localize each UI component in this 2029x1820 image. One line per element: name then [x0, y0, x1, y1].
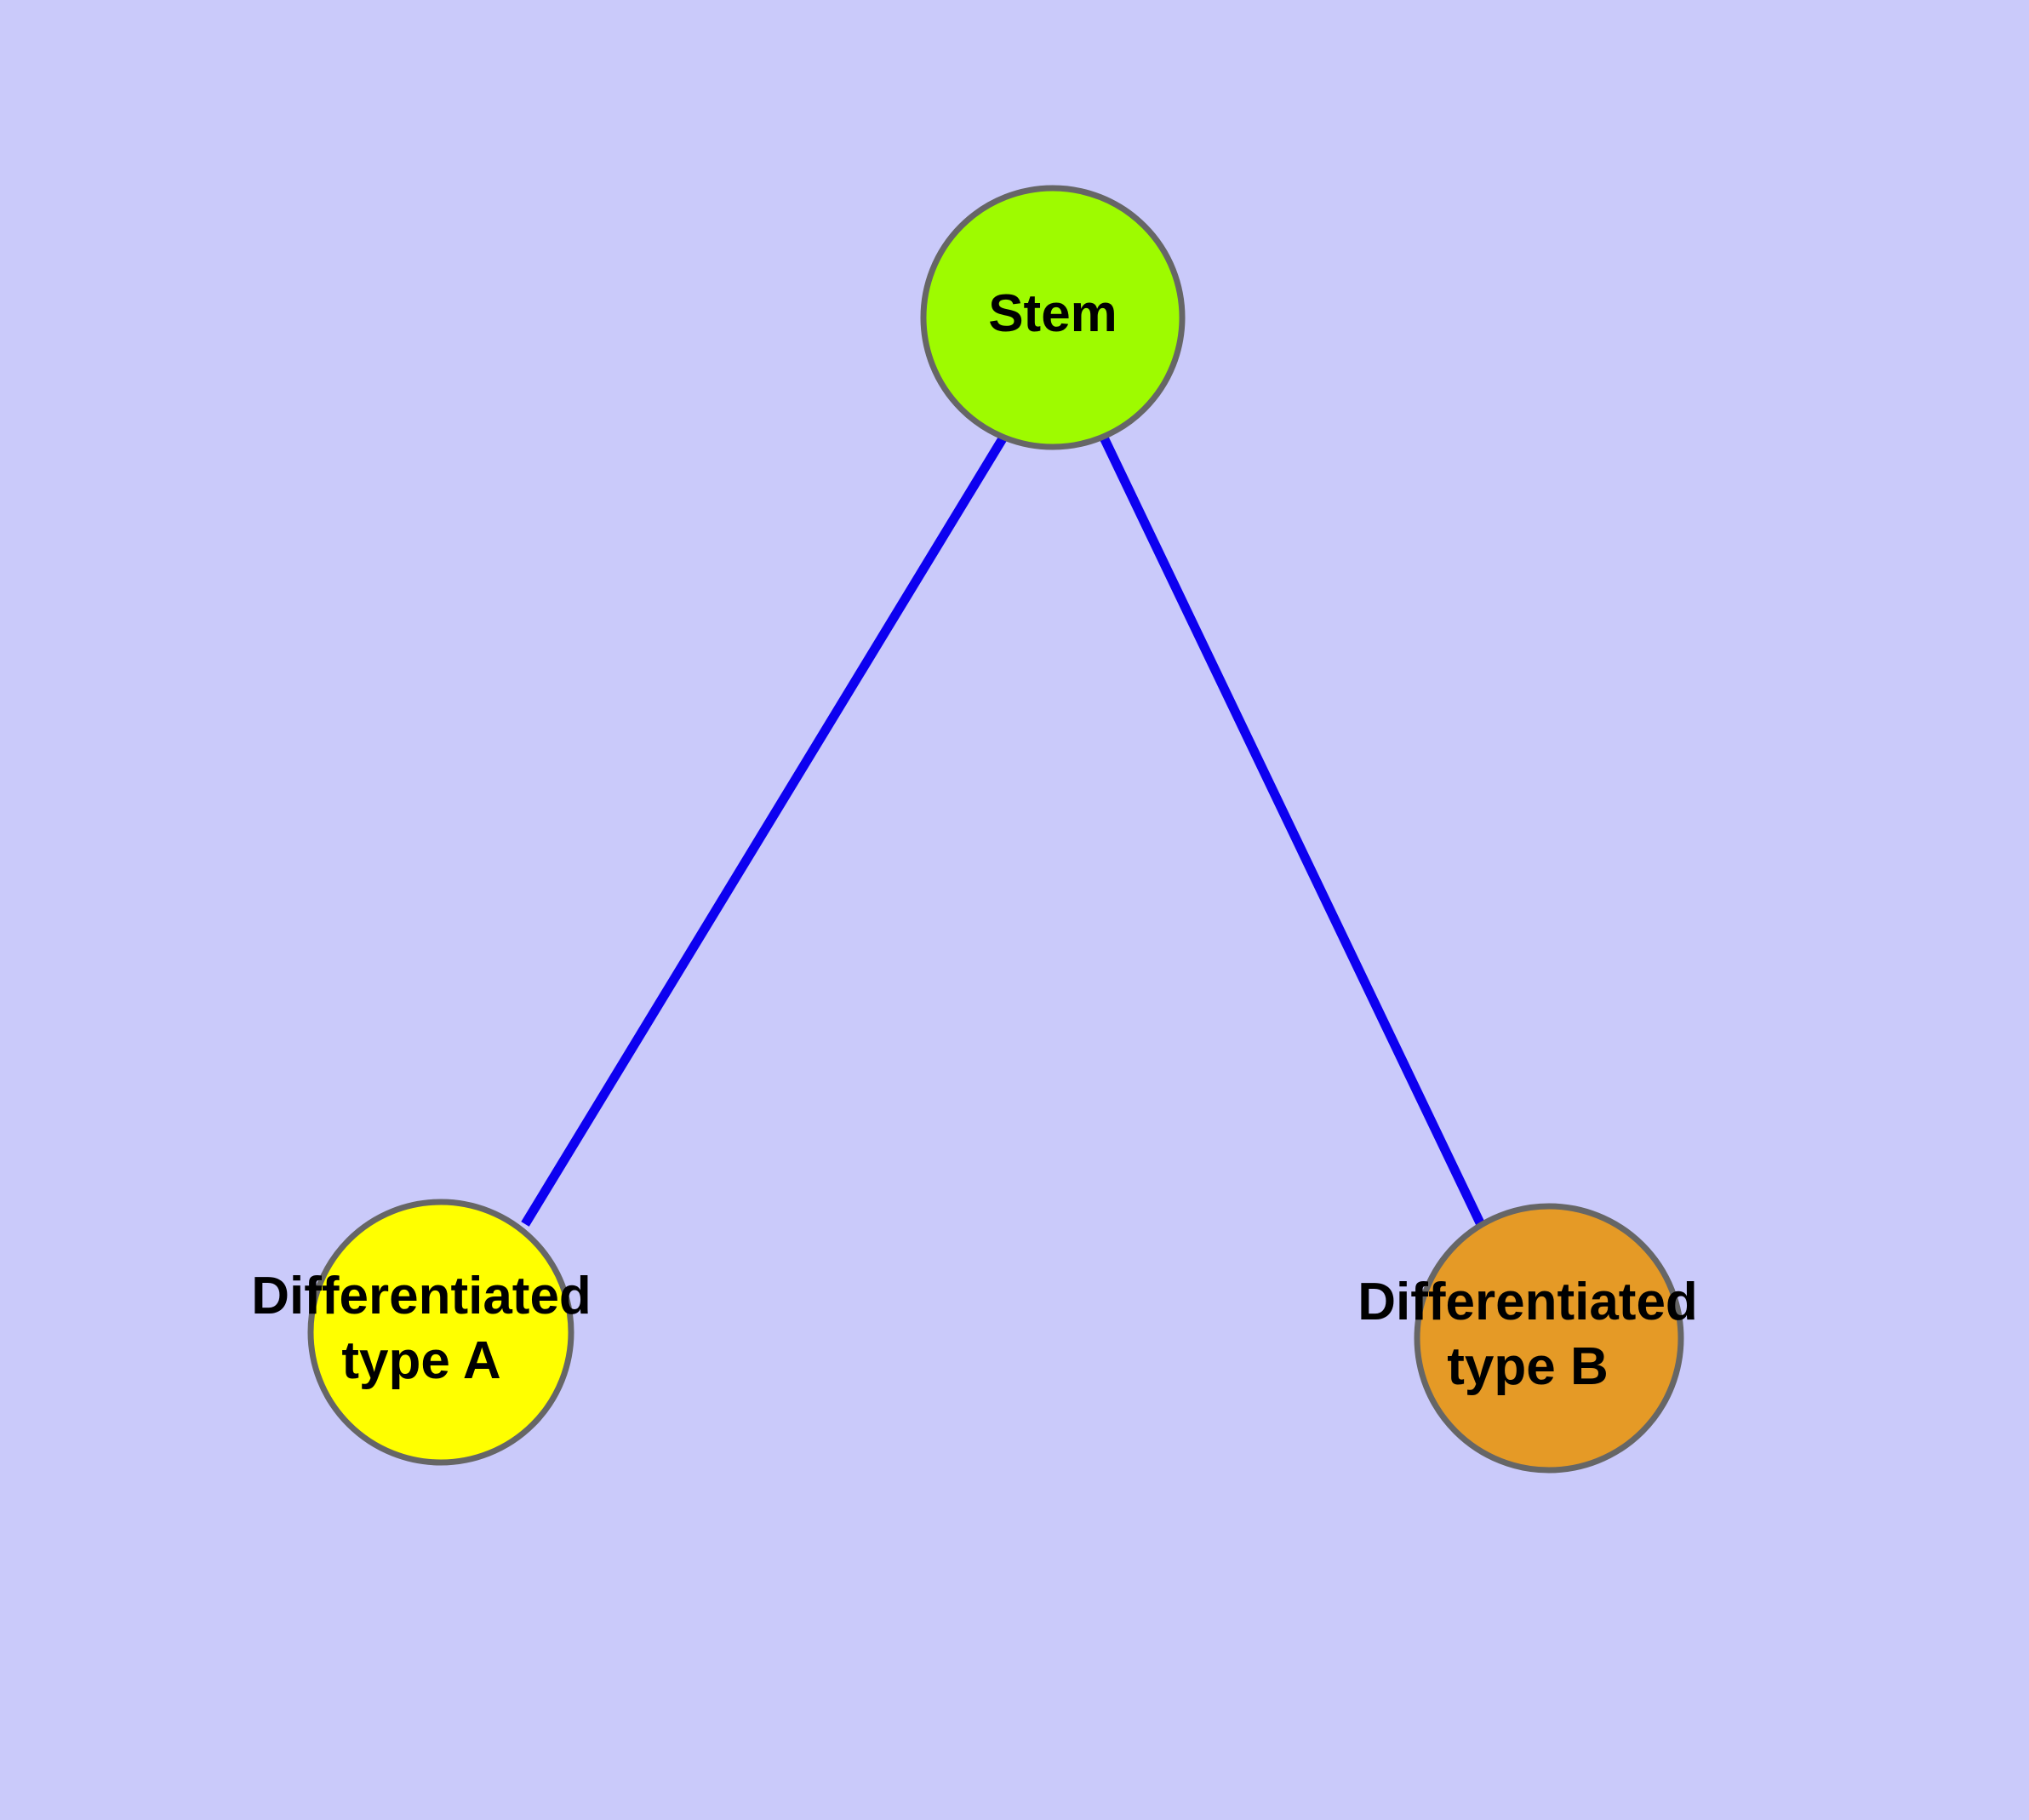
edge-stem-to-differentiated-type-b[interactable]	[1099, 433, 1489, 1234]
node-stem[interactable]: Stem	[920, 185, 1186, 450]
node-differentiated-type-a-circle[interactable]	[307, 1199, 574, 1466]
node-stem-circle[interactable]	[920, 185, 1186, 450]
edge-stem-to-differentiated-type-a[interactable]	[521, 433, 1009, 1227]
edges-group	[521, 433, 1489, 1234]
node-differentiated-type-b-circle[interactable]	[1414, 1203, 1684, 1474]
node-stem-label: Stem	[988, 284, 1117, 343]
